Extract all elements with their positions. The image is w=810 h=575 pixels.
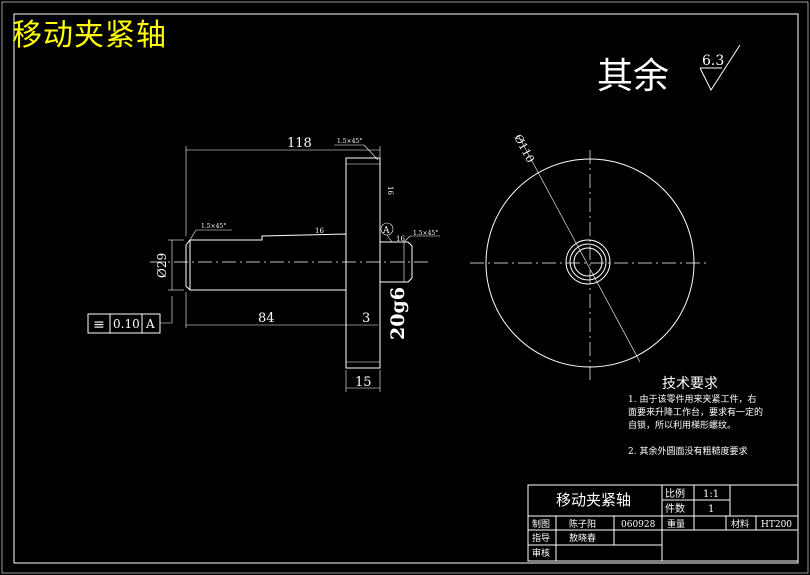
title-block-guide-label: 指导	[532, 532, 550, 544]
dim-dia-110: Ø110	[511, 132, 537, 165]
dim-dia-20g6: 20g6	[387, 287, 409, 340]
tolerance-value: 0.10	[113, 317, 140, 331]
tech-req-line-2: 面要来升降工作台，要求有一定的	[628, 406, 763, 418]
tolerance-datum: A	[145, 317, 155, 331]
tech-req-line-3: 自锁，所以利用梯形螺纹。	[628, 419, 736, 431]
tech-req-line-4: 2. 其余外圆面没有粗糙度要求	[628, 445, 747, 457]
chamfer-note-3: 1.5×45°	[413, 230, 438, 237]
shaft-side-view	[150, 144, 440, 392]
dim-dia-29: Ø29	[155, 253, 169, 278]
roughness-note-2: 16	[386, 186, 394, 195]
roughness-note-3: 16	[396, 235, 405, 243]
dim-118: 118	[287, 136, 312, 151]
title-block-material-label: 材料	[731, 518, 749, 530]
title-block-material-value: HT200	[761, 520, 792, 530]
dim-15: 15	[355, 375, 372, 390]
title-block-qty-label: 件数	[665, 502, 685, 515]
roughness-label: 其余	[597, 56, 669, 97]
title-block-scale-value: 1:1	[703, 489, 719, 500]
tolerance-symbol: ≡	[93, 317, 105, 333]
roughness-symbol	[699, 44, 741, 92]
title-block-weight-label: 重量	[667, 518, 685, 530]
banner-title: 移动夹紧轴	[12, 18, 167, 53]
chamfer-note-1: 1.5×45°	[201, 223, 226, 230]
dim-3: 3	[362, 311, 370, 326]
chamfer-note-2: 1.5×45°	[337, 138, 362, 145]
title-block-drawn-id: 060928	[621, 520, 656, 530]
title-block-qty-value: 1	[708, 504, 714, 515]
inner-border	[13, 13, 799, 564]
datum-letter: A	[382, 226, 390, 236]
title-block-review-label: 审核	[532, 547, 550, 559]
title-block-guide-name: 敖晓春	[569, 532, 596, 544]
dim-84: 84	[258, 311, 275, 326]
tolerance-frame	[87, 313, 161, 334]
tech-req-heading: 技术要求	[662, 376, 718, 392]
shaft-end-view	[470, 134, 710, 380]
title-block-drawn-label: 制图	[532, 518, 550, 530]
tech-req-line-1: 1. 由于该零件用来夹紧工件，右	[628, 393, 756, 405]
roughness-note-1: 16	[315, 227, 324, 235]
title-block-scale-label: 比例	[665, 487, 685, 500]
roughness-value: 6.3	[702, 53, 724, 69]
title-block	[527, 484, 799, 562]
title-block-part-name: 移动夹紧轴	[556, 491, 631, 509]
title-block-drawn-name: 陈子阳	[569, 518, 596, 530]
